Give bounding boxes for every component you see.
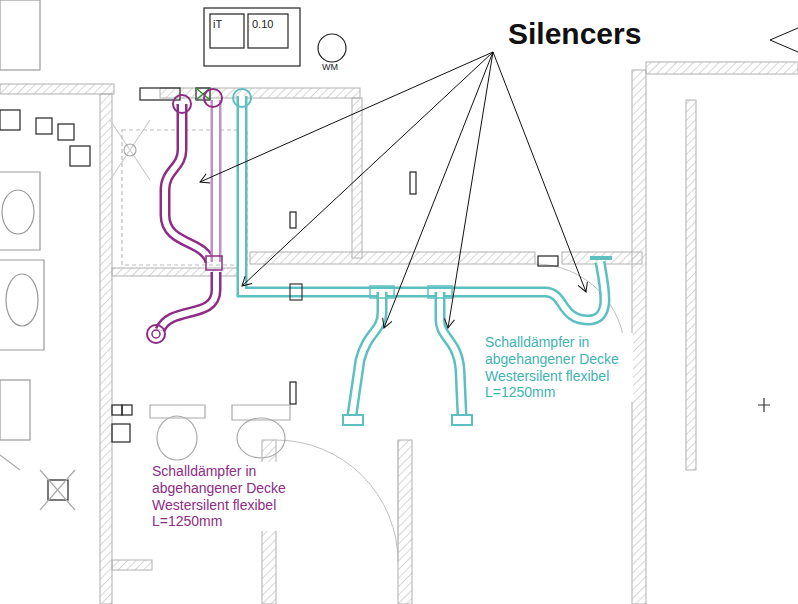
silencer-note: Schalldämpfer in abgehangener Decke West…	[150, 462, 300, 531]
walls	[0, 62, 798, 604]
callout-title: Silencers	[508, 16, 641, 52]
appliance-label: iT	[213, 18, 222, 31]
appliance-label: WM	[322, 62, 338, 73]
silencer-note: Schalldämpfer in abgehangener Decke West…	[483, 333, 633, 402]
fixtures	[0, 0, 770, 510]
appliance-label: 0.10	[252, 18, 273, 31]
leader-arrows	[200, 28, 798, 328]
purple-ducts	[147, 89, 222, 343]
